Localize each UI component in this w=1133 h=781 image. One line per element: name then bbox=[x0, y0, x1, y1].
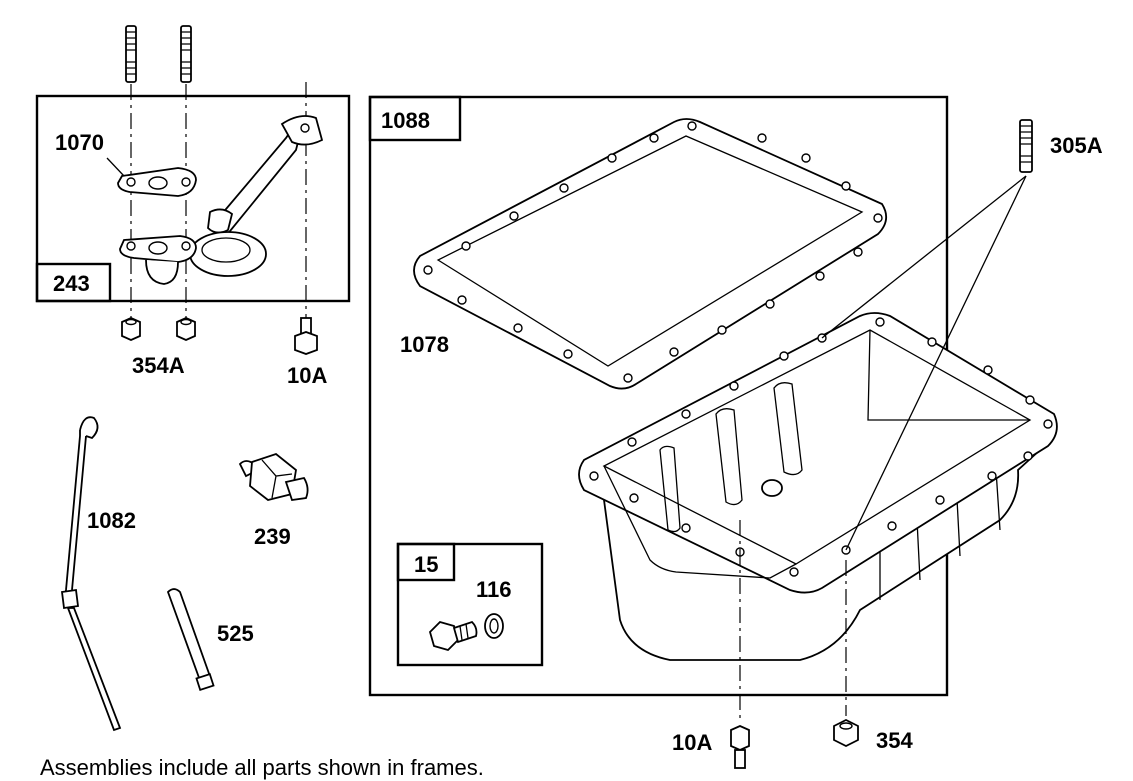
label-116: 116 bbox=[476, 577, 512, 602]
label-1082: 1082 bbox=[87, 508, 136, 533]
label-1070: 1070 bbox=[55, 130, 104, 155]
washer-116 bbox=[484, 613, 504, 639]
bolt-10A-top bbox=[294, 317, 318, 355]
frame-15-tag bbox=[396, 542, 456, 582]
stud-305A bbox=[821, 119, 1033, 551]
stud-top-left bbox=[125, 25, 137, 83]
switch-239 bbox=[238, 452, 309, 501]
label-354: 354 bbox=[876, 728, 913, 753]
frame-15-group: 15 bbox=[396, 542, 544, 667]
label-305A: 305A bbox=[1050, 133, 1103, 158]
nut-354A-right bbox=[176, 317, 196, 341]
label-525: 525 bbox=[217, 621, 254, 646]
label-1088: 1088 bbox=[381, 108, 430, 133]
gasket-1078-holes bbox=[423, 121, 883, 383]
footer-note: Assemblies include all parts shown in fr… bbox=[40, 755, 484, 780]
label-354A: 354A bbox=[132, 353, 185, 378]
drain-plug bbox=[428, 620, 478, 652]
frame-15 bbox=[396, 542, 544, 667]
frame-243 bbox=[35, 94, 351, 303]
dipstick-1082 bbox=[60, 416, 122, 732]
label-15: 15 bbox=[414, 552, 438, 577]
bolt-10A-bottom bbox=[730, 725, 750, 769]
oil-pan-holes bbox=[589, 317, 1053, 577]
label-10A-top: 10A bbox=[287, 363, 327, 388]
frame-1088-tag bbox=[368, 95, 462, 142]
label-243: 243 bbox=[53, 271, 90, 296]
oil-pickup bbox=[119, 115, 324, 285]
frame-243-group: 243 bbox=[35, 94, 351, 303]
oil-pan bbox=[578, 312, 1058, 661]
gasket-1078 bbox=[413, 118, 888, 390]
label-239: 239 bbox=[254, 524, 291, 549]
label-1078: 1078 bbox=[400, 332, 449, 357]
gasket-1070 bbox=[106, 157, 197, 197]
stud-top-right bbox=[180, 25, 192, 83]
tube-525 bbox=[166, 588, 215, 692]
label-10A-bottom: 10A bbox=[672, 730, 712, 755]
frame-243-tag bbox=[35, 262, 112, 303]
nut-354A-left bbox=[121, 317, 141, 341]
nut-354 bbox=[833, 718, 859, 748]
